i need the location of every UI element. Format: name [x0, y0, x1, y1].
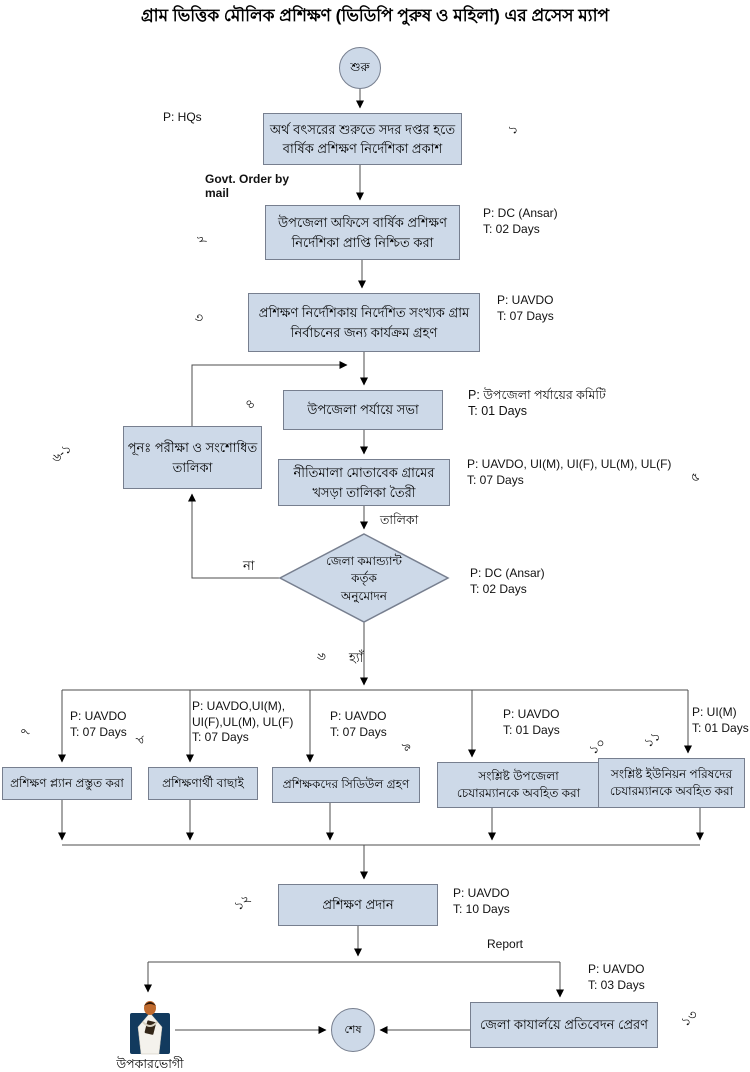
rework-box: পূনঃ পরীক্ষা ও সংশোধিত তালিকা: [123, 426, 262, 489]
annotation-step-10: P: UAVDO T: 01 Days: [503, 707, 560, 737]
step-11-box: সংশ্লিষ্ট ইউনিয়ন পরিষদের চেযারম্যানকে অ…: [598, 758, 745, 808]
annotation-step-1: P: HQs: [163, 110, 202, 124]
step-4-box: উপজেলা পর্যায়ে সভা: [283, 390, 443, 430]
decision-diamond: জেলা কমান্ড্যান্ট কর্তৃক অনুমোদন: [326, 553, 402, 603]
step-13-box: জেলা কাযার্লয়ে প্রতিবেদন প্রেরণ: [470, 1002, 658, 1048]
step-2-box: উপজেলা অফিসে বার্ষিক প্রশিক্ষণ নির্দেশিক…: [265, 205, 460, 260]
annotation-step-7: P: UAVDO T: 07 Days: [70, 709, 127, 739]
annotation-step-8: P: UAVDO,UI(M), UI(F),UL(M), UL(F) T: 07…: [192, 699, 294, 745]
annotation-step-12: P: UAVDO T: 10 Days: [453, 886, 510, 916]
step-7-box: প্রশিক্ষণ প্ল্যান প্রস্তুত করা: [2, 767, 132, 800]
step-5-box: নীতিমালা মোতাবেক গ্রামের খসড়া তালিকা তৈ…: [278, 459, 450, 506]
annotation-step-11: P: UI(M) T: 01 Days: [692, 705, 749, 735]
beneficiary-icon: [130, 1001, 170, 1055]
annotation-step-5: P: UAVDO, UI(M), UI(F), UL(M), UL(F) T: …: [467, 457, 672, 487]
start-terminator: শুরু: [339, 47, 381, 89]
edge-label-govt-order: Govt. Order by mail: [205, 172, 290, 200]
annotation-decision: P: DC (Ansar) T: 02 Days: [470, 566, 545, 596]
end-terminator: শেষ: [331, 1008, 375, 1052]
step-9-box: প্রশিক্ষকদের সিডিউল গ্রহণ: [272, 767, 420, 803]
annotation-step-3: P: UAVDO T: 07 Days: [497, 293, 554, 323]
step-12-box: প্রশিক্ষণ প্রদান: [278, 884, 438, 926]
annotation-step-13: P: UAVDO T: 03 Days: [588, 962, 645, 992]
edge-label-yes: হ্যাঁ: [349, 650, 364, 665]
step-10-box: সংশ্লিষ্ট উপজেলা চেযারম্যানকে অবহিত করা: [437, 762, 600, 808]
beneficiary-label: উপকারভোগী: [116, 1057, 184, 1071]
step-1-box: অর্থ বৎসরের শুরুতে সদর দপ্তর হতে বার্ষিক…: [263, 113, 462, 165]
page-title: গ্রাম ভিত্তিক মৌলিক প্রশিক্ষণ (ভিডিপি পু…: [140, 6, 610, 25]
annotation-step-9: P: UAVDO T: 07 Days: [330, 709, 387, 739]
step-3-box: প্রশিক্ষণ নির্দেশিকায় নির্দেশিত সংখ্যক …: [248, 293, 480, 352]
step-8-box: প্রশিক্ষণার্থী বাছাই: [148, 767, 258, 800]
annotation-step-2: P: DC (Ansar) T: 02 Days: [483, 206, 558, 236]
edge-label-report: Report: [487, 937, 524, 951]
edge-label-list: তালিকা: [380, 513, 419, 527]
annotation-step-4: P: উপজেলা পর্যায়ের কমিটি T: 01 Days: [468, 388, 606, 419]
edge-label-no: না: [243, 558, 255, 573]
